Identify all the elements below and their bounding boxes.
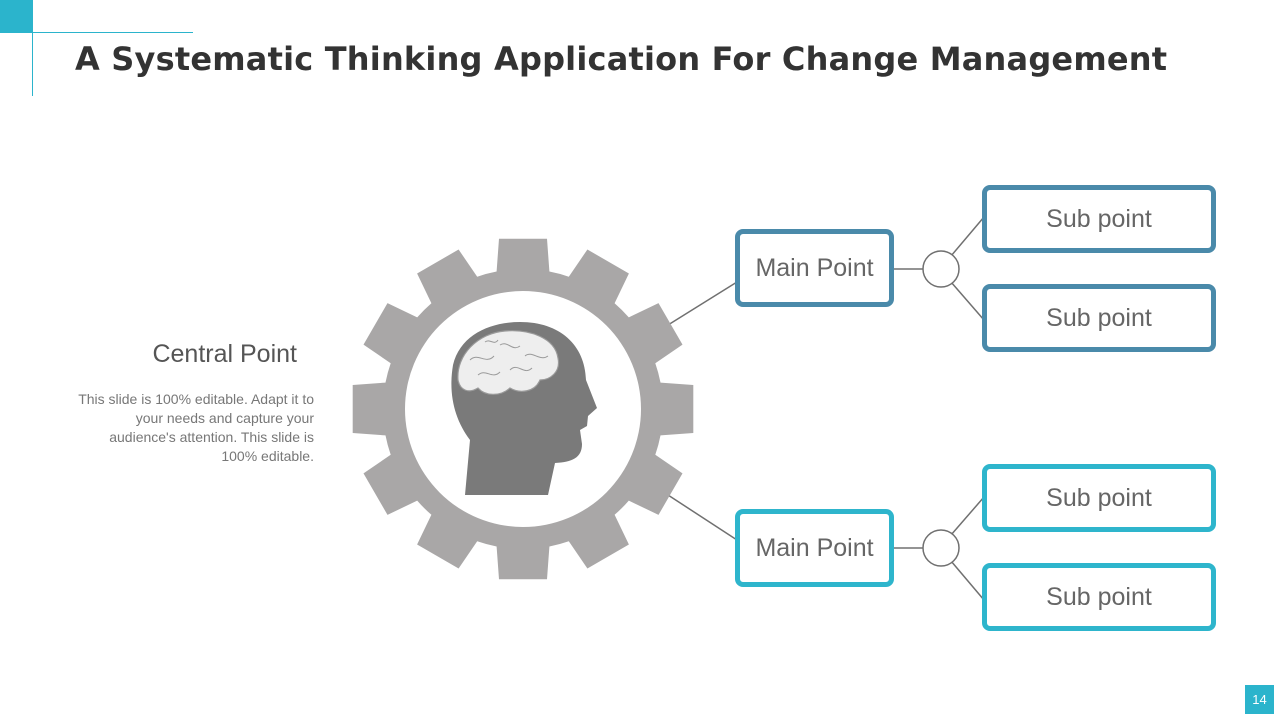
gear-icon xyxy=(352,238,694,580)
main-point-label: Main Point xyxy=(755,533,874,562)
main-point-label: Main Point xyxy=(755,253,874,282)
sub-point-label: Sub point xyxy=(1046,204,1152,233)
page-number: 14 xyxy=(1245,685,1274,714)
sub-point-box[interactable]: Sub point xyxy=(982,185,1216,253)
central-point-description: This slide is 100% editable. Adapt it to… xyxy=(78,391,314,464)
slide-title: A Systematic Thinking Application For Ch… xyxy=(75,40,1168,78)
sub-point-label: Sub point xyxy=(1046,303,1152,332)
central-point-title: Central Point xyxy=(152,340,297,368)
head-brain-icon xyxy=(451,322,597,495)
sub-point-label: Sub point xyxy=(1046,483,1152,512)
sub-point-box[interactable]: Sub point xyxy=(982,284,1216,352)
main-point-box-bottom[interactable]: Main Point xyxy=(735,509,894,587)
sub-point-box[interactable]: Sub point xyxy=(982,464,1216,532)
junction-circle-bottom xyxy=(922,529,960,567)
corner-line-horizontal xyxy=(33,32,193,33)
corner-line-vertical xyxy=(32,33,33,96)
corner-accent xyxy=(0,0,33,33)
sub-point-label: Sub point xyxy=(1046,582,1152,611)
sub-point-box[interactable]: Sub point xyxy=(982,563,1216,631)
connector-lines xyxy=(667,216,985,601)
main-point-box-top[interactable]: Main Point xyxy=(735,229,894,307)
junction-circle-top xyxy=(922,250,960,288)
